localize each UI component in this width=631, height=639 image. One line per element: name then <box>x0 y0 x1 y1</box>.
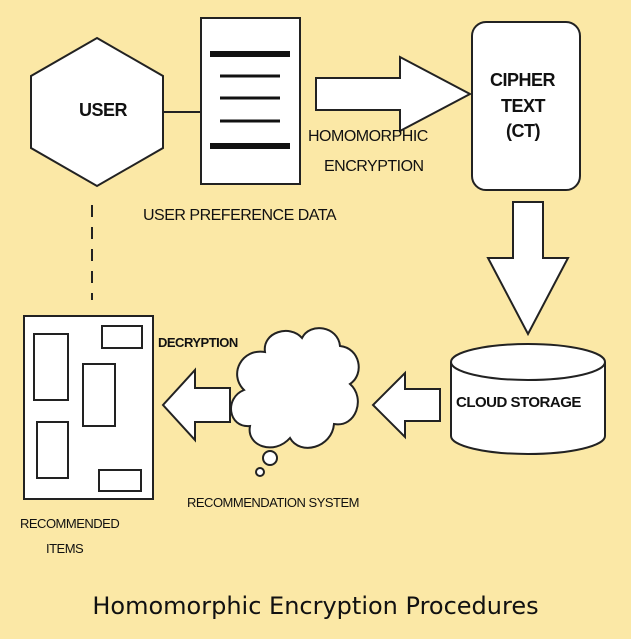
user-hexagon <box>30 36 164 188</box>
user-label: USER <box>79 100 128 120</box>
recommendation-system-label: RECOMMENDATION SYSTEM <box>187 495 360 510</box>
homomorphic-encryption-label-line2: ENCRYPTION <box>324 158 424 175</box>
cipher-text-label-line3: (CT) <box>506 121 540 141</box>
cipher-text-box <box>471 21 581 191</box>
cloud-storage-label: CLOUD STORAGE <box>456 394 581 411</box>
cipher-to-cloud-arrow <box>486 201 570 337</box>
encryption-arrow <box>315 55 473 133</box>
recommended-items-label-line2: ITEMS <box>46 541 84 556</box>
user-preference-document-icon <box>200 17 301 185</box>
user-preference-data-label: USER PREFERENCE DATA <box>143 207 337 224</box>
cipher-text-label-line1: CIPHER <box>490 70 556 90</box>
homomorphic-encryption-label-line1: HOMOMORPHIC <box>308 128 428 145</box>
recommended-items-label-line1: RECOMMENDED <box>20 516 120 531</box>
cloud-storage-cylinder <box>450 343 606 455</box>
cloud-to-system-arrow <box>371 370 441 440</box>
figure-caption: Homomorphic Encryption Procedures <box>92 592 539 620</box>
recommendation-system-cloud <box>230 327 360 477</box>
cipher-text-label-line2: TEXT <box>501 96 546 116</box>
recommended-items-panel <box>23 315 154 500</box>
decryption-label: DECRYPTION <box>158 335 238 350</box>
system-to-items-arrow <box>161 367 231 443</box>
